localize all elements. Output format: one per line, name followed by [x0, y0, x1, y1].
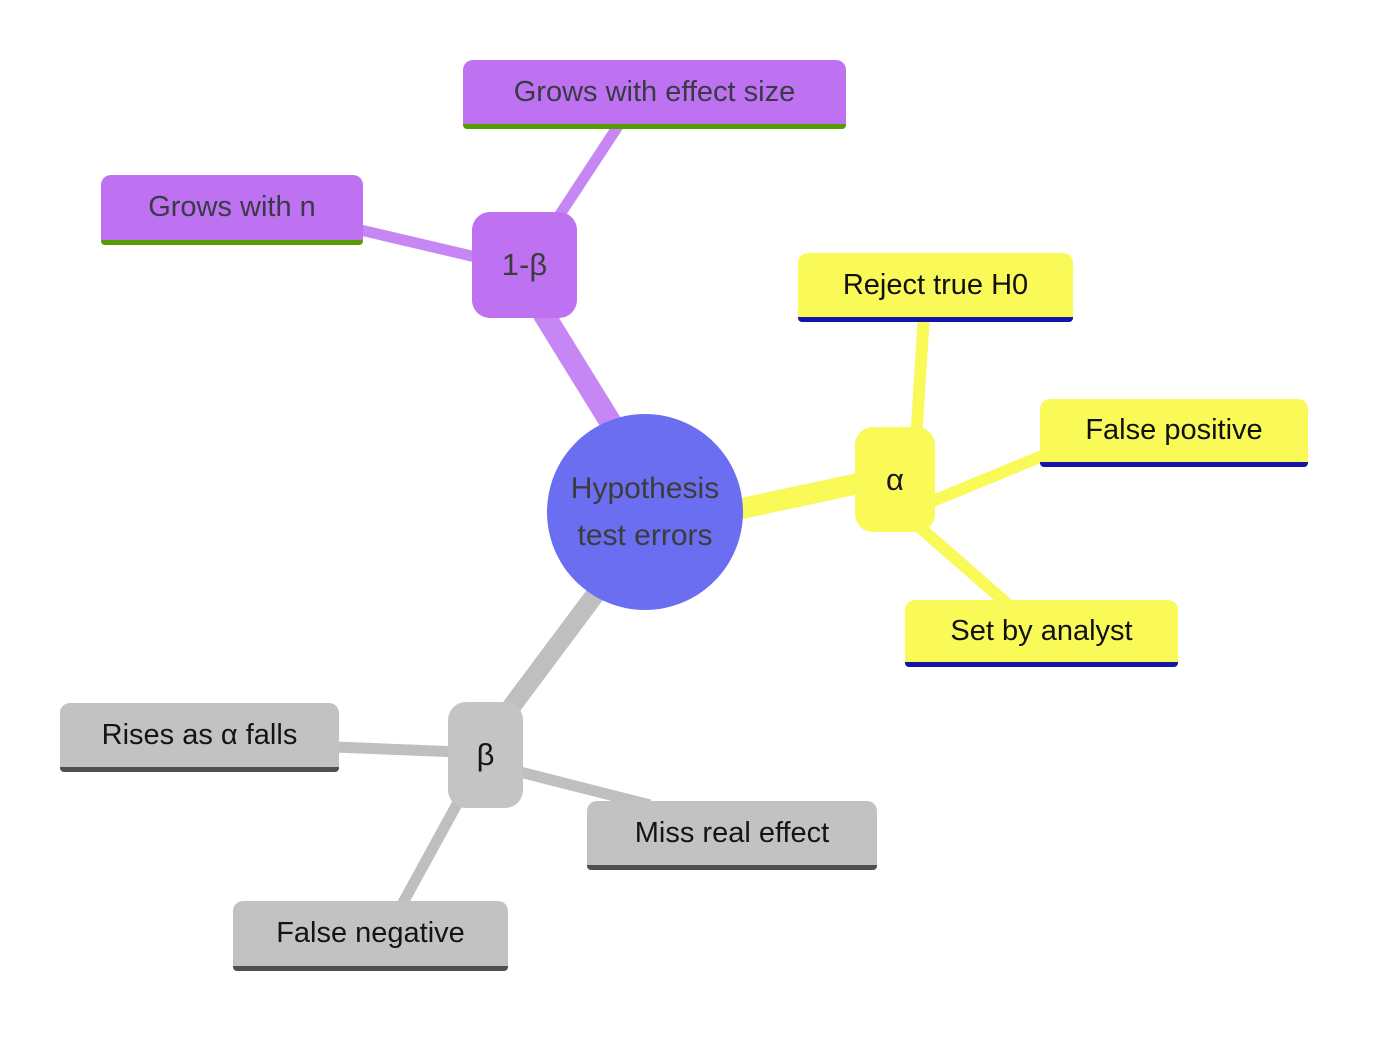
edge-beta-to-false-negative: [394, 792, 467, 913]
leaf-reject-true-h0-label: Reject true H0: [842, 268, 1029, 301]
leaf-grows-with-effect-size-label: Grows with effect size: [513, 75, 796, 108]
edge-root-to-alpha-node: [732, 471, 868, 521]
leaf-grows-with-n: Grows with n: [101, 175, 363, 245]
root-node-label-line2: test errors: [577, 519, 713, 552]
root-node-label-line1: Hypothesis: [570, 472, 720, 505]
root-node-hypothesis-test-errors: Hypothesis test errors: [547, 414, 743, 610]
leaf-miss-real-effect-label: Miss real effect: [634, 816, 830, 849]
leaf-grows-with-n-label: Grows with n: [148, 191, 316, 223]
edge-root-to-beta-node: [492, 566, 620, 728]
edge-alpha-to-reject-h0: [910, 314, 930, 441]
alpha-branch-label: α: [886, 461, 904, 497]
edge-beta-to-rises-alpha: [334, 741, 461, 758]
leaf-rises-as-alpha-falls-label: Rises as α falls: [101, 718, 298, 751]
leaf-reject-true-h0: Reject true H0: [798, 253, 1073, 322]
edge-alpha-to-set-analyst: [912, 519, 1016, 613]
edge-power-to-grows-n: [350, 222, 482, 264]
leaf-set-by-analyst: Set by analyst: [905, 600, 1178, 667]
beta-branch-label: β: [476, 737, 495, 772]
edge-power-to-grows-effect: [550, 116, 627, 226]
leaf-set-by-analyst-label: Set by analyst: [950, 614, 1133, 647]
alpha-branch-node: α: [855, 427, 935, 532]
leaf-false-negative-label: False negative: [276, 917, 465, 949]
leaf-grows-with-effect-size: Grows with effect size: [463, 60, 846, 129]
edge-alpha-to-false-positive: [925, 446, 1055, 509]
edge-beta-to-miss-effect: [510, 764, 652, 811]
beta-branch-node: β: [448, 702, 523, 808]
leaf-rises-as-alpha-falls: Rises as α falls: [60, 703, 339, 772]
power-branch-node: 1-β: [472, 212, 577, 318]
leaf-false-negative: False negative: [233, 901, 508, 971]
leaf-miss-real-effect: Miss real effect: [587, 801, 877, 870]
power-branch-label: 1-β: [501, 247, 548, 282]
leaf-false-positive: False positive: [1040, 399, 1308, 467]
leaf-false-positive-label: False positive: [1085, 414, 1263, 446]
